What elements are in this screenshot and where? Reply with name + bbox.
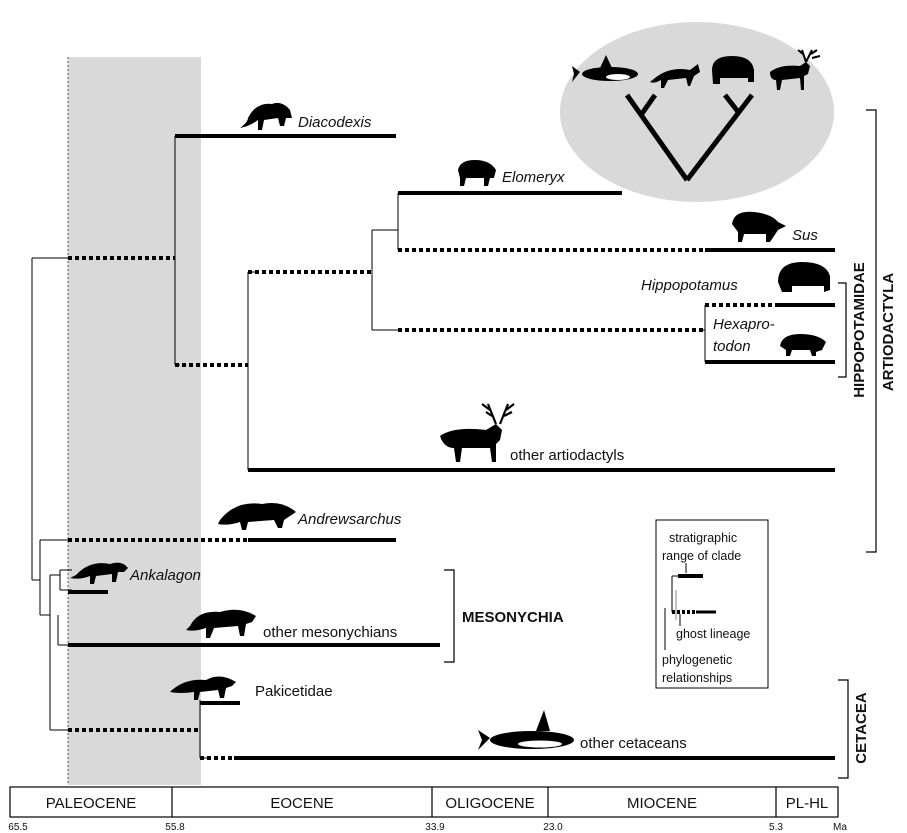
age-tick-55-8: 55.8 xyxy=(165,822,185,833)
paleocene-eocene-shading xyxy=(68,57,201,785)
hippo-large-icon xyxy=(778,262,830,292)
epoch-eocene: EOCENE xyxy=(270,795,333,812)
age-tick-23-0: 23.0 xyxy=(543,822,563,833)
label-cetacea: CETACEA xyxy=(853,692,870,764)
label-other-mesonychians: other mesonychians xyxy=(263,624,397,641)
label-hexaprotodon-2: todon xyxy=(713,338,751,355)
label-diacodexis: Diacodexis xyxy=(298,114,372,131)
label-ankalagon: Ankalagon xyxy=(129,567,201,584)
epoch-pl-hl: PL-HL xyxy=(786,795,829,812)
bracket-cetacea xyxy=(838,680,848,778)
bracket-mesonychia xyxy=(444,570,454,662)
bracket-hippopotamidae xyxy=(838,283,846,377)
label-hexaprotodon-1: Hexapro- xyxy=(713,316,775,333)
pig-icon xyxy=(732,212,786,242)
label-pakicetidae: Pakicetidae xyxy=(255,683,333,700)
legend-box: stratigraphic range of clade ghost linea… xyxy=(656,520,768,688)
elomeryx-icon xyxy=(458,160,496,186)
diacodexis-icon xyxy=(240,103,292,130)
label-sus: Sus xyxy=(792,227,818,244)
label-hippopotamus: Hippopotamus xyxy=(641,277,738,294)
caribou-large-icon xyxy=(440,404,514,462)
epoch-oligocene: OLIGOCENE xyxy=(445,795,534,812)
label-andrewsarchus: Andrewsarchus xyxy=(297,511,402,528)
legend-line1: stratigraphic xyxy=(669,531,737,545)
epoch-miocene: MIOCENE xyxy=(627,795,697,812)
hexaprotodon-icon xyxy=(780,334,826,356)
timescale: PALEOCENE EOCENE OLIGOCENE MIOCENE PL-HL… xyxy=(8,787,847,833)
legend-line3: ghost lineage xyxy=(676,627,750,641)
age-tick-5-3: 5.3 xyxy=(769,822,783,833)
epoch-paleocene: PALEOCENE xyxy=(46,795,137,812)
label-other-cetaceans: other cetaceans xyxy=(580,735,687,752)
age-unit: Ma xyxy=(833,822,847,833)
label-artiodactyla: ARTIODACTYLA xyxy=(880,273,897,391)
legend-line4: phylogenetic xyxy=(662,653,732,667)
age-tick-33-9: 33.9 xyxy=(425,822,445,833)
orca-large-icon xyxy=(478,710,574,750)
inset-cladogram xyxy=(560,22,834,202)
label-hippopotamidae: HIPPOPOTAMIDAE xyxy=(851,262,868,398)
andrewsarchus-icon xyxy=(218,503,296,530)
label-mesonychia: MESONYCHIA xyxy=(462,609,564,626)
legend-line2: range of clade xyxy=(662,549,741,563)
label-other-artiodactyls: other artiodactyls xyxy=(510,447,624,464)
legend-line5: relationships xyxy=(662,671,732,685)
age-tick-65-5: 65.5 xyxy=(8,822,28,833)
label-elomeryx: Elomeryx xyxy=(502,169,565,186)
